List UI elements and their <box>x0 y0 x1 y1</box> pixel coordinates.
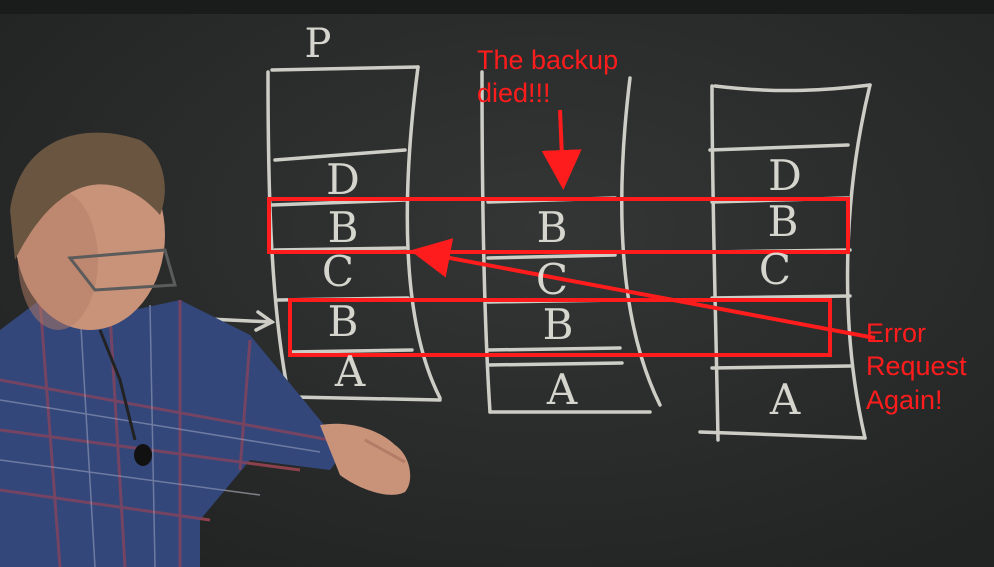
backup-died-line1: The backup <box>477 45 619 75</box>
error-line1: Error <box>866 318 926 348</box>
log3-entry-b: B <box>767 197 799 246</box>
error-line3: Again! <box>866 384 943 415</box>
log2-entry-c: C <box>535 255 569 304</box>
server-label-p: P <box>304 21 332 67</box>
log3-entry-c: C <box>758 245 792 294</box>
backup-died-line2: died!!! <box>477 78 551 109</box>
log1-entry-d: D <box>326 155 360 204</box>
board-top-ledge <box>0 0 994 14</box>
log1-entry-a: A <box>334 347 366 396</box>
backup-died-annotation: The backup died!!! <box>477 44 618 111</box>
log1-entry-b-upper: B <box>327 203 359 252</box>
log1-entry-c: C <box>321 247 355 296</box>
log1-entry-b-lower: B <box>327 297 359 346</box>
log3-entry-d: D <box>768 151 802 200</box>
highlight-box-top <box>267 197 850 254</box>
log3-entry-a: A <box>769 375 801 424</box>
error-line2: Request <box>866 351 967 382</box>
error-arrow <box>410 238 876 340</box>
backup-died-arrow <box>541 109 582 190</box>
error-annotation: Error Request Again! <box>866 317 967 417</box>
log2-entry-b-lower: B <box>542 300 574 349</box>
log2-entry-a: A <box>546 365 578 414</box>
lecturer-figure <box>0 132 411 567</box>
log2-entry-b-upper: B <box>536 203 568 252</box>
